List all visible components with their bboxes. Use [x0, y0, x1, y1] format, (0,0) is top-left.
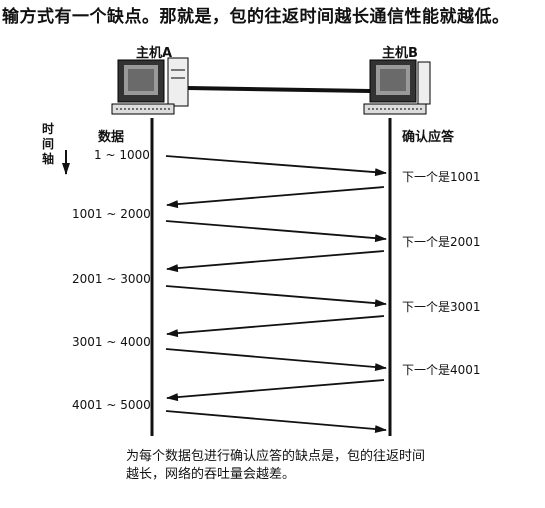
- ack-label-2: 下一个是2001: [402, 235, 481, 249]
- intro-text: 输方式有一个缺点。那就是，包的往返时间越长通信性能就越低。: [2, 7, 510, 27]
- data-column-heading: 数据: [98, 130, 125, 145]
- data-arrow-4: [165, 348, 387, 372]
- ack-arrow-2: [166, 250, 385, 273]
- time-axis-char: 间: [41, 137, 54, 151]
- data-arrow-1: [165, 155, 387, 177]
- ack-column-heading: 确认应答: [402, 130, 455, 145]
- data-range-1: 1 ~ 1000: [94, 148, 150, 162]
- host-a-computer-icon: [111, 57, 189, 115]
- host-b-label: 主机B: [382, 46, 418, 61]
- host-b-computer-icon: [363, 59, 431, 115]
- caption-line: 越长，网络的吞吐量会越差。: [126, 467, 296, 482]
- host-a-label: 主机A: [136, 46, 173, 61]
- data-arrow-3: [165, 285, 387, 308]
- time-axis-label: 时 间 轴: [40, 122, 56, 167]
- time-axis-char: 轴: [41, 152, 54, 166]
- ack-arrow-3: [166, 315, 385, 338]
- ack-arrow-4: [166, 379, 385, 402]
- time-axis-char: 时: [41, 122, 54, 136]
- data-arrow-2: [165, 220, 387, 243]
- data-arrow-5: [165, 410, 387, 434]
- data-range-3: 2001 ~ 3000: [72, 272, 151, 286]
- ack-label-1: 下一个是1001: [402, 170, 481, 184]
- caption: 为每个数据包进行确认应答的缺点是，包的往返时间 越长，网络的吞吐量会越差。: [126, 448, 425, 484]
- caption-line: 为每个数据包进行确认应答的缺点是，包的往返时间: [126, 449, 426, 464]
- ack-arrow-1: [166, 186, 385, 209]
- data-range-4: 3001 ~ 4000: [72, 335, 151, 349]
- ack-label-3: 下一个是3001: [402, 300, 481, 314]
- ack-label-4: 下一个是4001: [402, 363, 481, 377]
- data-range-5: 4001 ~ 5000: [72, 398, 151, 412]
- network-cable: [187, 86, 371, 93]
- data-range-2: 1001 ~ 2000: [72, 207, 151, 221]
